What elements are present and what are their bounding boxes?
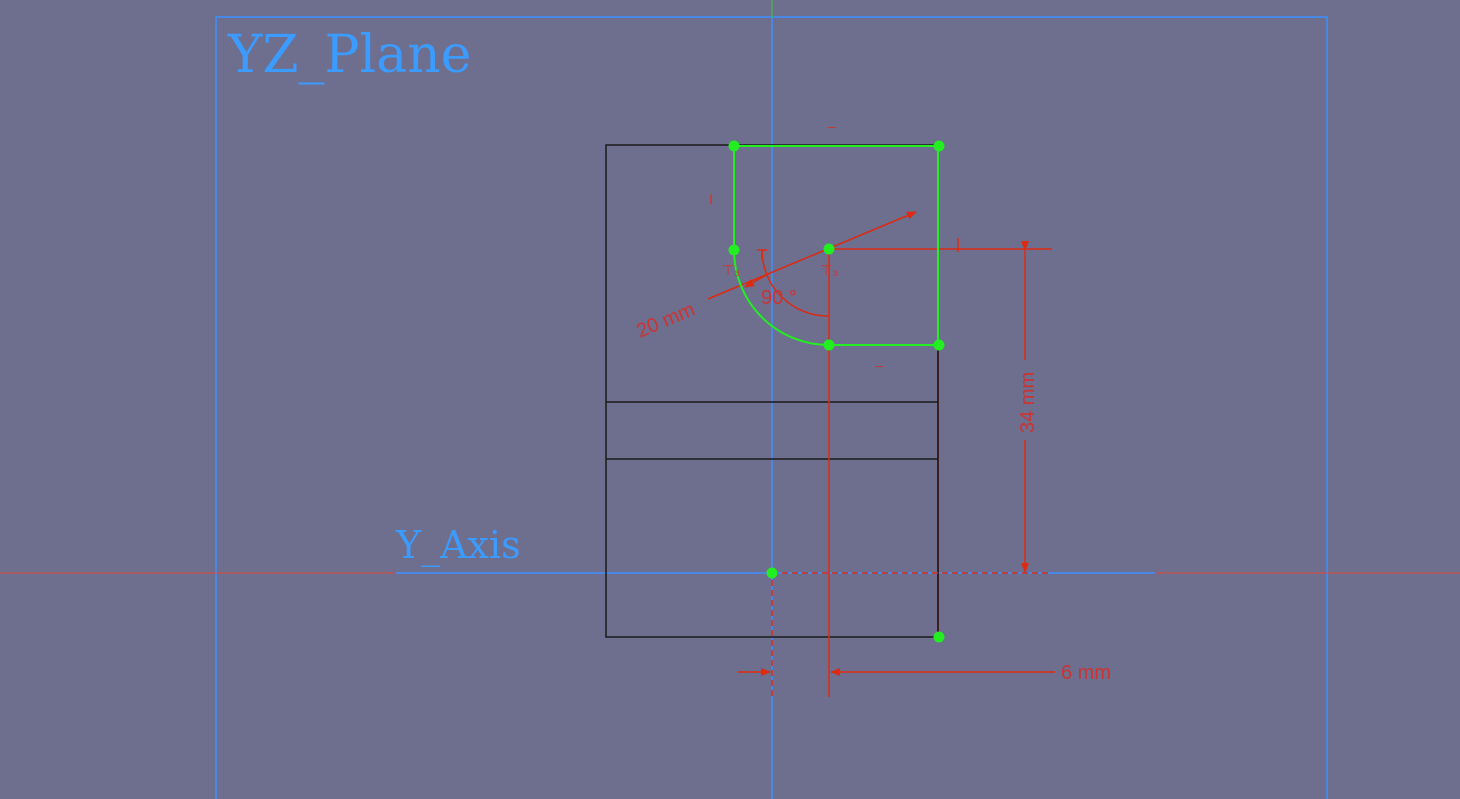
constraint-tangent-right[interactable]: ⊤₃	[820, 262, 838, 278]
sketch-vertices[interactable]	[728, 140, 945, 643]
dimension-angle[interactable]: 90 °	[761, 287, 797, 309]
dimension-vertical[interactable]: 34 mm	[1017, 372, 1039, 433]
vertex-top-left[interactable]	[728, 140, 740, 152]
constraint-horizontal-bottom[interactable]: –	[875, 357, 883, 373]
dimension-radius[interactable]: 20 mm	[633, 298, 698, 342]
sketch-profile[interactable]	[733, 145, 939, 346]
vertex-arc-center[interactable]	[823, 243, 835, 255]
vertex-arc-start[interactable]	[728, 244, 740, 256]
vertex-body-corner[interactable]	[933, 631, 945, 643]
vertex-arc-end[interactable]	[823, 339, 835, 351]
dimension-horizontal[interactable]: 6 mm	[1061, 662, 1111, 684]
vertex-bottom-right[interactable]	[933, 339, 945, 351]
yz-plane-label: YZ_Plane	[227, 25, 471, 85]
constraint-vertical-left[interactable]: I	[709, 191, 713, 207]
y-axis-label: Y_Axis	[395, 523, 521, 568]
constraint-tangent-left[interactable]: ⊤₃	[722, 262, 740, 278]
constraint-horizontal-top[interactable]: –	[828, 118, 836, 134]
vertex-top-right[interactable]	[933, 140, 945, 152]
dimension-geometry	[707, 211, 1055, 697]
vertex-origin[interactable]	[766, 567, 778, 579]
